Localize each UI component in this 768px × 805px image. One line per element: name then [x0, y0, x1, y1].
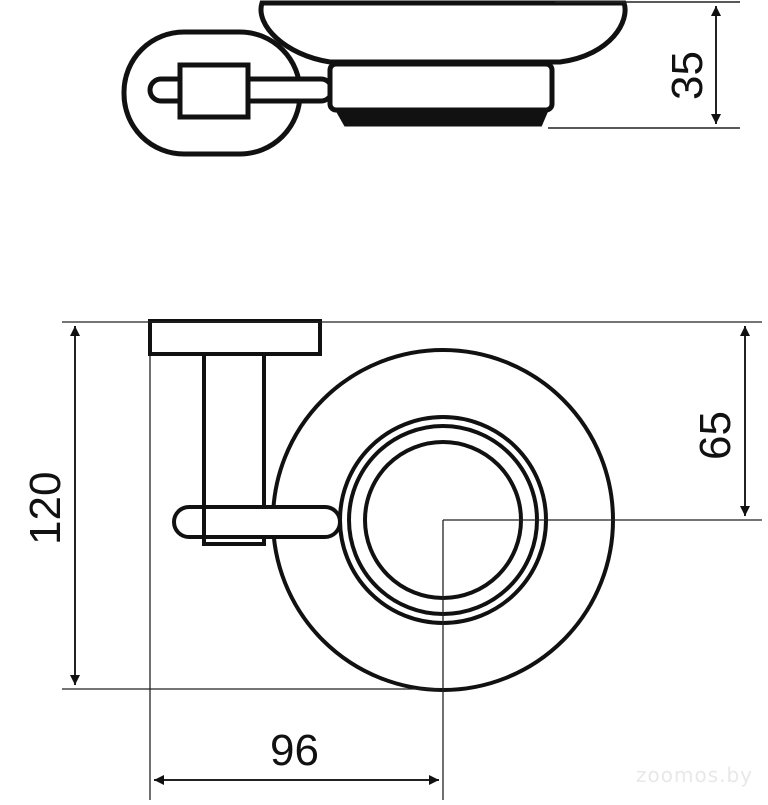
soap-dish-top	[258, 0, 628, 65]
top-view	[121, 0, 628, 157]
dim-label-65: 65	[691, 411, 740, 460]
dimension-lines-front	[62, 321, 762, 800]
watermark: zoomos.by	[636, 763, 753, 787]
holder-block-top	[177, 62, 251, 120]
dim-label-96: 96	[270, 726, 319, 775]
arm-front	[172, 505, 342, 539]
dim-label-35: 35	[663, 51, 712, 100]
front-view	[148, 319, 615, 692]
base-bottom-top	[333, 107, 550, 127]
base-ring-top	[327, 61, 555, 113]
wall-plate-front	[148, 319, 322, 356]
dimension-35	[548, 1, 740, 129]
dim-label-120: 120	[21, 472, 70, 545]
